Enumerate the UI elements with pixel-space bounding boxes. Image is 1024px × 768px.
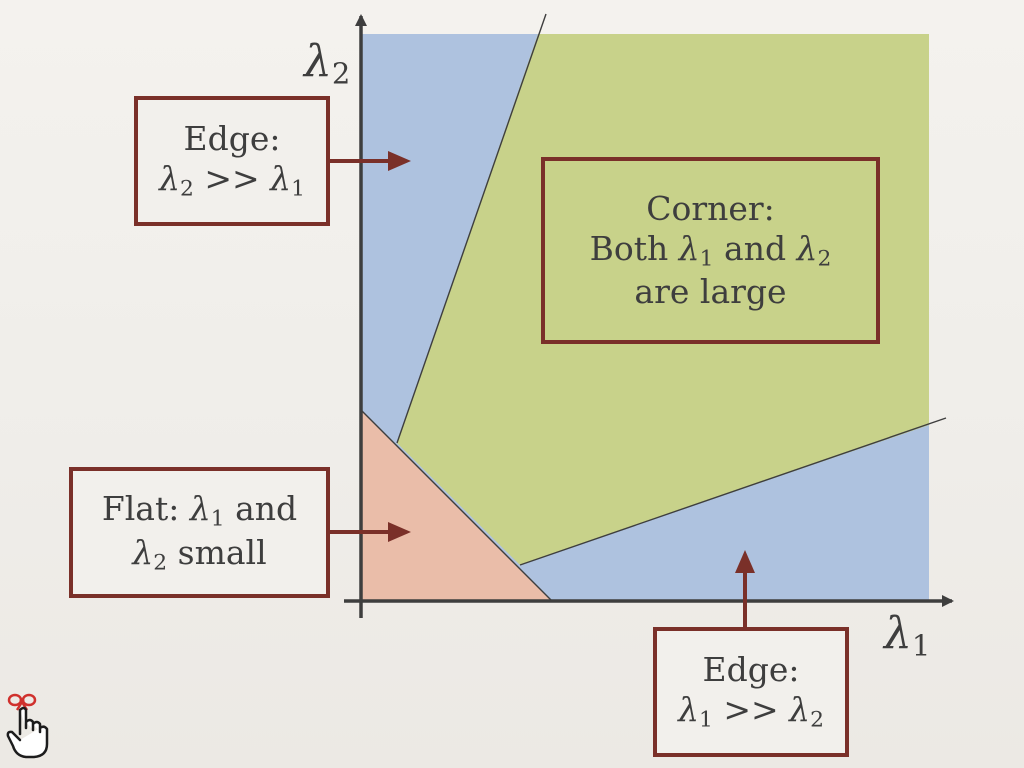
edge-vertical-label-box: Edge: λ2 >> λ1 — [134, 96, 330, 226]
corner-label-box: Corner: Both λ1 and λ2 are large — [541, 157, 880, 344]
flat-line-1: Flat: λ1 and — [101, 488, 298, 532]
corner-line-3: are large — [634, 272, 787, 312]
flat-boundary — [360, 409, 553, 602]
edge-horizontal-arrowhead — [735, 550, 755, 573]
edge-corner-boundary-upper — [396, 13, 547, 444]
x-axis-label: λ1 — [884, 608, 931, 663]
corner-heading: Corner: — [646, 189, 775, 229]
y-axis-label: λ2 — [304, 36, 351, 91]
edge-corner-boundary-lower — [519, 417, 947, 566]
edge-vertical-relation: λ2 >> λ1 — [159, 159, 305, 202]
edge-horizontal-relation: λ1 >> λ2 — [678, 690, 824, 733]
corner-line-2: Both λ1 and λ2 — [589, 228, 832, 272]
edge-horizontal-heading: Edge: — [702, 650, 800, 690]
edge-vertical-arrowhead — [388, 151, 411, 171]
edge-vertical-heading: Edge: — [183, 119, 281, 159]
flat-arrowhead — [388, 522, 411, 542]
edge-horizontal-label-box: Edge: λ1 >> λ2 — [653, 627, 849, 757]
flat-label-box: Flat: λ1 and λ2 small — [69, 467, 330, 598]
hand-pointer-icon[interactable] — [2, 690, 58, 760]
flat-line-2: λ2 small — [132, 532, 267, 575]
